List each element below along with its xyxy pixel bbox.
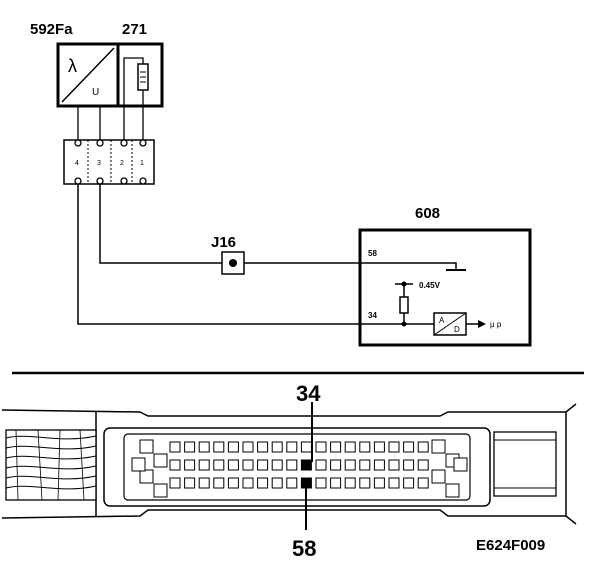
connector-pin: [315, 459, 327, 471]
connector-pin: [315, 441, 327, 453]
wire-bundle: [5, 429, 97, 501]
connector-pin: [330, 441, 342, 453]
connector-pin: [373, 441, 385, 453]
reference-voltage: 0.45V: [419, 281, 441, 290]
connector-pin: [344, 459, 356, 471]
connector-pin: [227, 459, 239, 471]
connector-pin: [286, 477, 298, 489]
connector-key-pin: [453, 457, 468, 472]
connector-pin: [388, 441, 400, 453]
pin-label-2: 2: [120, 160, 124, 167]
resistor-icon: [399, 296, 409, 314]
connector-pin: [403, 441, 415, 453]
connector-pin34-label: 34: [296, 381, 321, 406]
ad-label-a: A: [439, 316, 445, 325]
connector-pin: [344, 441, 356, 453]
connector-pin: [169, 441, 181, 453]
sensor-connector: 4 3 2 1: [63, 139, 155, 185]
connector-pin: [373, 477, 385, 489]
connector-key-pin: [131, 457, 146, 472]
connector-pin: [330, 477, 342, 489]
heater-label: 271: [122, 21, 147, 38]
connector-key-pin: [431, 439, 446, 454]
connector-pin: [257, 477, 269, 489]
connector-pin58-label: 58: [292, 536, 316, 561]
connector-pin: [417, 459, 429, 471]
ecu-pin-58: 58: [368, 249, 377, 258]
connector-pin: [257, 459, 269, 471]
connector-pin-grid: [131, 439, 468, 498]
heater-box: [116, 42, 164, 118]
junction-label: J16: [211, 234, 236, 251]
connector-pin: [184, 459, 196, 471]
pin-label-1: 1: [140, 160, 144, 167]
connector-pin: [300, 459, 312, 471]
ecu-connector-drawing: [1, 402, 577, 530]
connector-pin: [169, 477, 181, 489]
sensor-label: 592Fa: [30, 21, 73, 38]
connector-pin: [213, 459, 225, 471]
connector-pin: [388, 477, 400, 489]
connector-pin: [388, 459, 400, 471]
ecu-label: 608: [415, 205, 440, 222]
connector-key-pin: [153, 453, 168, 468]
connector-pin: [257, 441, 269, 453]
locking-latch: [493, 431, 557, 497]
connector-pin: [286, 459, 298, 471]
connector-pin: [242, 459, 254, 471]
connector-pin: [344, 477, 356, 489]
ad-label-d: D: [454, 325, 460, 334]
connector-key-pin: [139, 439, 154, 454]
connector-pin: [242, 441, 254, 453]
connector-pin: [300, 441, 312, 453]
connector-pin: [417, 477, 429, 489]
connector-pin: [330, 459, 342, 471]
connector-pin: [213, 477, 225, 489]
connector-pin: [198, 441, 210, 453]
connector-pin: [417, 441, 429, 453]
connector-pin: [184, 441, 196, 453]
connector-pin: [184, 477, 196, 489]
u-symbol: U: [92, 87, 99, 98]
connector-key-pin: [153, 483, 168, 498]
connector-key-pin: [139, 469, 154, 484]
connector-pin: [227, 477, 239, 489]
lambda-symbol: λ: [68, 56, 77, 76]
connector-pin: [403, 459, 415, 471]
connector-pin: [227, 441, 239, 453]
figure-code: E624F009: [476, 537, 545, 554]
pin-label-3: 3: [97, 160, 101, 167]
connector-pin: [213, 441, 225, 453]
connector-pin: [359, 459, 371, 471]
connector-pin: [373, 459, 385, 471]
connector-pin: [315, 477, 327, 489]
connector-key-pin: [431, 469, 446, 484]
ecu-pin-34: 34: [368, 311, 377, 320]
connector-pin: [271, 477, 283, 489]
connector-pin: [198, 477, 210, 489]
pin-label-4: 4: [75, 160, 79, 167]
connector-pin: [403, 477, 415, 489]
arrow-right-icon: [478, 320, 486, 328]
lambda-sensor-box: λ U: [56, 42, 120, 108]
connector-pin: [359, 477, 371, 489]
connector-pin: [271, 459, 283, 471]
connector-pin: [169, 459, 181, 471]
connector-pin: [271, 441, 283, 453]
connector-pin: [242, 477, 254, 489]
ecu-box: 58 34 0.45V A D μ p: [358, 228, 532, 347]
connector-pin: [198, 459, 210, 471]
connector-key-pin: [445, 483, 460, 498]
microprocessor-label: μ p: [490, 320, 502, 329]
connector-pin: [359, 441, 371, 453]
connector-pin: [286, 441, 298, 453]
